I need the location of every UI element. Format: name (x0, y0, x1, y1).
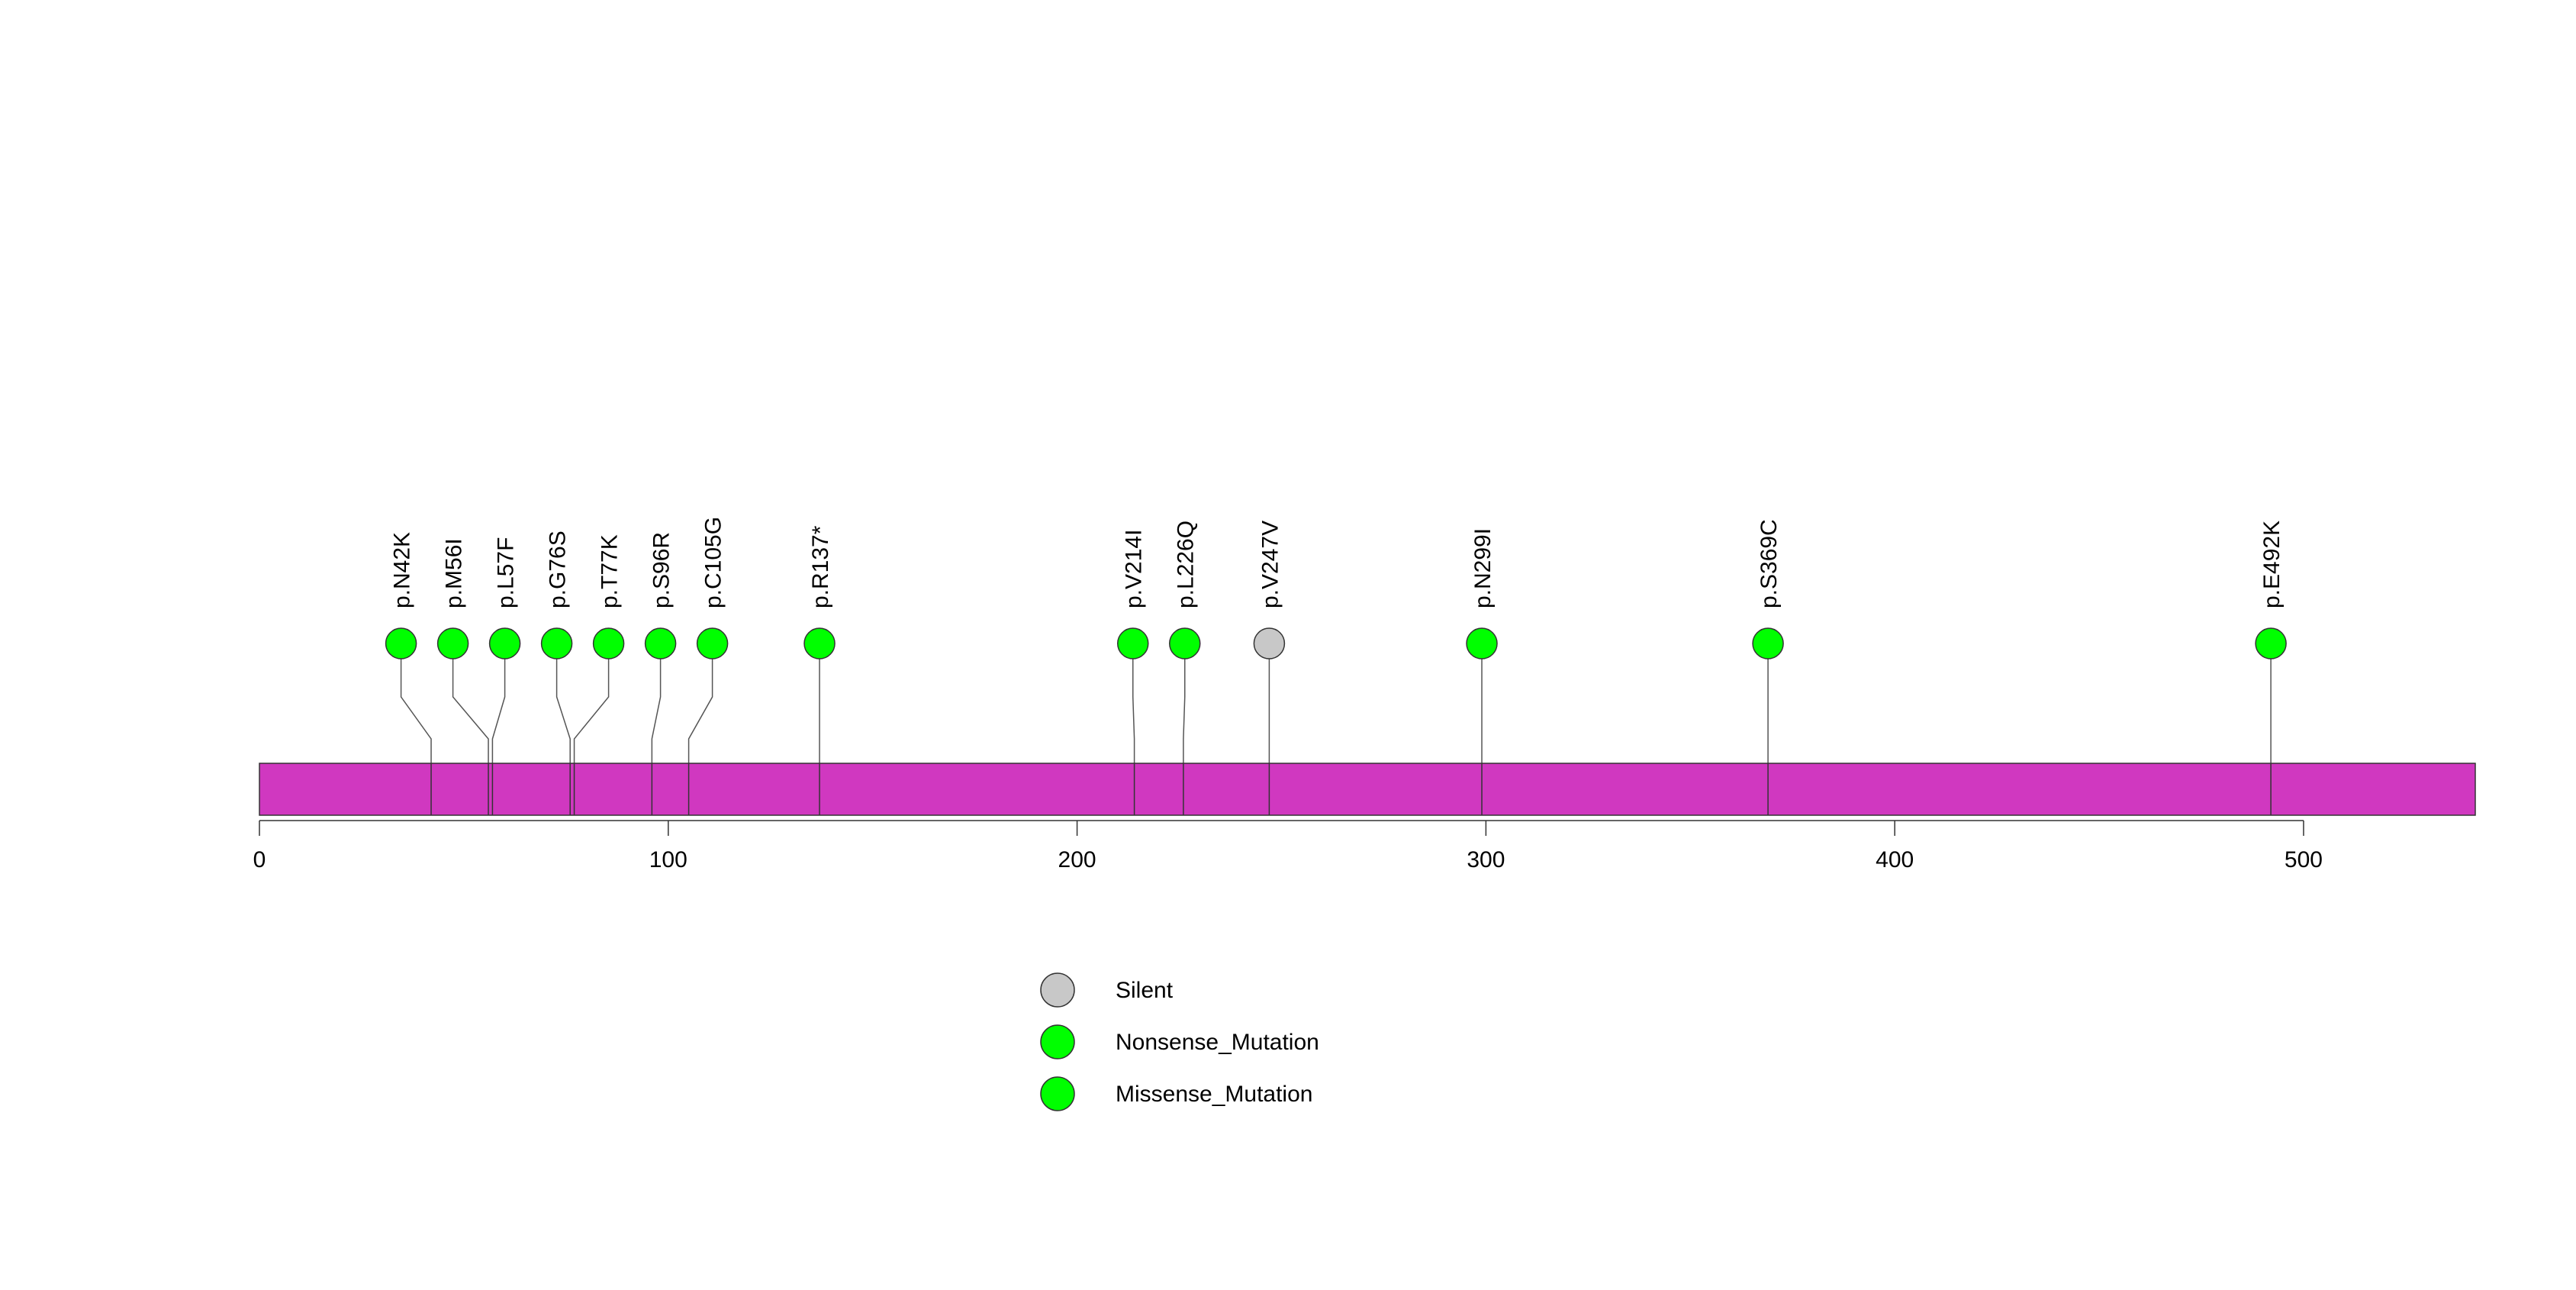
lollipop-stem (1183, 643, 1186, 763)
lollipop-stem (491, 643, 506, 763)
protein-domain-bar (259, 763, 2476, 816)
x-tick-label: 300 (1467, 847, 1505, 872)
lollipop-stem (400, 643, 432, 763)
mutation-label: p.N42K (390, 532, 415, 608)
lollipop-stem (573, 643, 610, 763)
mutation-point (2255, 627, 2287, 660)
mutation-point (803, 627, 836, 660)
lollipop-stem (687, 643, 713, 763)
protein-position-marks (430, 763, 2272, 815)
x-tick-label: 400 (1876, 847, 1914, 872)
mutation-label: p.S369C (1757, 519, 1782, 608)
lollipop-stem (1132, 643, 1135, 763)
legend-label: Silent (1116, 978, 1174, 1003)
mutation-point (540, 627, 573, 660)
lollipop-stem (555, 643, 571, 763)
x-tick-label: 200 (1058, 847, 1096, 872)
x-axis: 0 100 200 300 400 500 (253, 820, 2323, 872)
mutation-point (488, 627, 521, 660)
mutation-label: p.L226Q (1174, 521, 1199, 608)
legend-marker (1040, 972, 1075, 1008)
legend-marker (1040, 1076, 1075, 1111)
x-tick-label: 500 (2285, 847, 2323, 872)
legend-label: Nonsense_Mutation (1116, 1030, 1319, 1055)
mutation-point (436, 627, 469, 660)
mutation-point (385, 627, 417, 660)
mutation-label: p.C105G (701, 517, 726, 608)
lollipop-heads (385, 627, 2287, 660)
mutation-label: p.S96R (649, 532, 675, 608)
mutation-label: p.M56I (442, 538, 467, 608)
mutation-label: p.R137* (808, 525, 833, 608)
mutation-label: p.G76S (546, 531, 571, 608)
lollipop-stems (400, 643, 2272, 763)
mutation-point (592, 627, 625, 660)
lollipop-stem (452, 643, 489, 763)
mutation-point (644, 627, 677, 660)
legend-label: Missense_Mutation (1116, 1082, 1312, 1107)
mutation-label: p.V214I (1122, 530, 1147, 608)
mutation-labels: p.N42K p.M56I p.L57F p.G76S p.T77K p.S96R p.C1… (390, 517, 2285, 608)
mutation-label: p.T77K (597, 534, 623, 608)
mutation-label: p.N299I (1470, 528, 1496, 608)
x-tick-label: 0 (253, 847, 266, 872)
x-tick-label: 100 (649, 847, 687, 872)
mutation-point (1253, 627, 1286, 660)
mutation-label: p.L57F (494, 537, 519, 608)
mutation-label: p.E492K (2259, 521, 2285, 608)
legend-marker (1040, 1024, 1075, 1059)
mutation-point (1116, 627, 1149, 660)
mutation-point (1168, 627, 1201, 660)
mutation-point (1752, 627, 1784, 660)
mutation-point (1466, 627, 1498, 660)
mutation-point (696, 627, 729, 660)
lollipop-stem (651, 643, 662, 763)
mutation-label: p.V247V (1257, 521, 1283, 608)
